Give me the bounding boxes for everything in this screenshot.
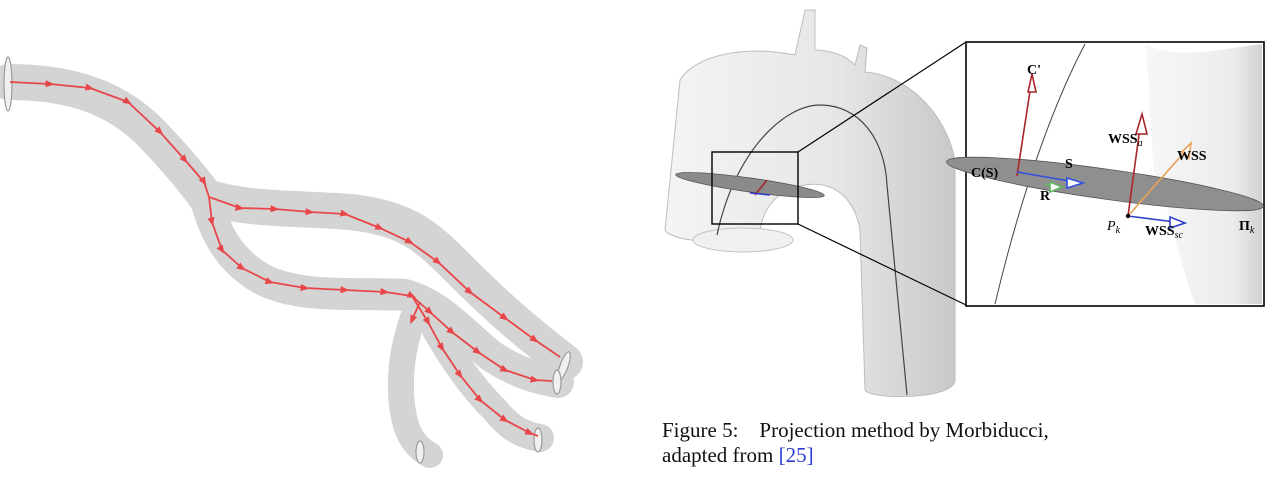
caption-text: Projection method by Morbiducci,	[759, 418, 1048, 442]
caption-label: Figure 5:	[662, 418, 738, 442]
caption-line2: adapted from	[662, 443, 779, 467]
vessel-streamline-svg	[0, 0, 600, 472]
caption-reference-link[interactable]: [25]	[779, 443, 814, 467]
r-label: R	[1040, 189, 1051, 204]
vessel-body	[8, 82, 565, 455]
zoom-inset: C' C(S) S R WSSa WSS Pk WSSsc Πk	[944, 42, 1265, 306]
figure-caption: Figure 5: Projection method by Morbiducc…	[662, 418, 1262, 468]
projection-method-figure: C' C(S) S R WSSa WSS Pk WSSsc Πk	[655, 0, 1266, 410]
wss-label: WSS	[1177, 149, 1207, 164]
aorta-model	[665, 10, 966, 397]
s-label: S	[1065, 157, 1073, 172]
wss-a-label: WSSa	[1108, 132, 1143, 149]
c-prime-label: C'	[1027, 63, 1041, 78]
projection-method-svg: C' C(S) S R WSSa WSS Pk WSSsc Πk	[655, 0, 1266, 410]
vessel-streamline-figure	[0, 0, 600, 472]
c-s-label: C(S)	[971, 166, 999, 181]
